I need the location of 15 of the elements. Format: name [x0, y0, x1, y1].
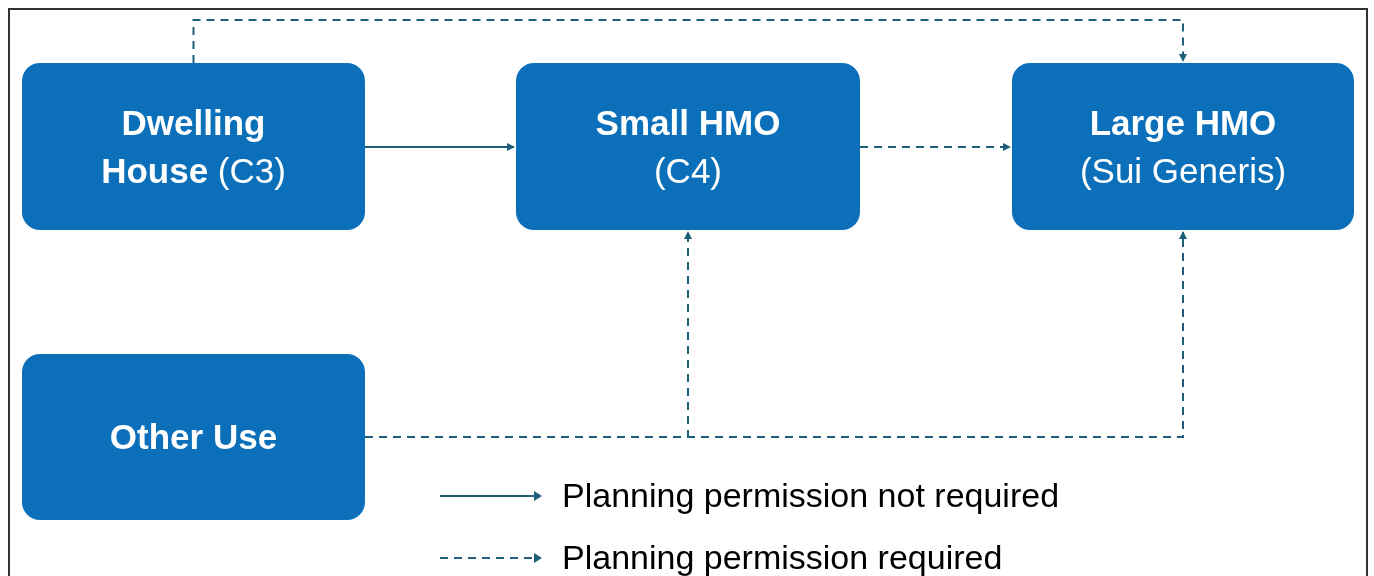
legend-text: Planning permission not required	[562, 475, 1060, 516]
box-heading: Small HMO	[595, 102, 781, 145]
process-box	[1012, 63, 1354, 230]
arrow	[859, 143, 1011, 151]
box-heading: Large HMO	[1089, 102, 1277, 145]
arrow	[192, 19, 1187, 64]
process-box	[22, 354, 365, 520]
box-label: Other Use	[109, 416, 278, 459]
box-subtitle: (C4)	[653, 149, 723, 192]
process-box	[22, 63, 365, 230]
process-box	[516, 63, 860, 230]
arrow	[364, 143, 515, 151]
box-label: Dwelling House (C3)	[100, 102, 287, 192]
legend-text: Planning permission required	[562, 537, 1003, 576]
box-subtitle: (Sui Generis)	[1079, 149, 1287, 192]
